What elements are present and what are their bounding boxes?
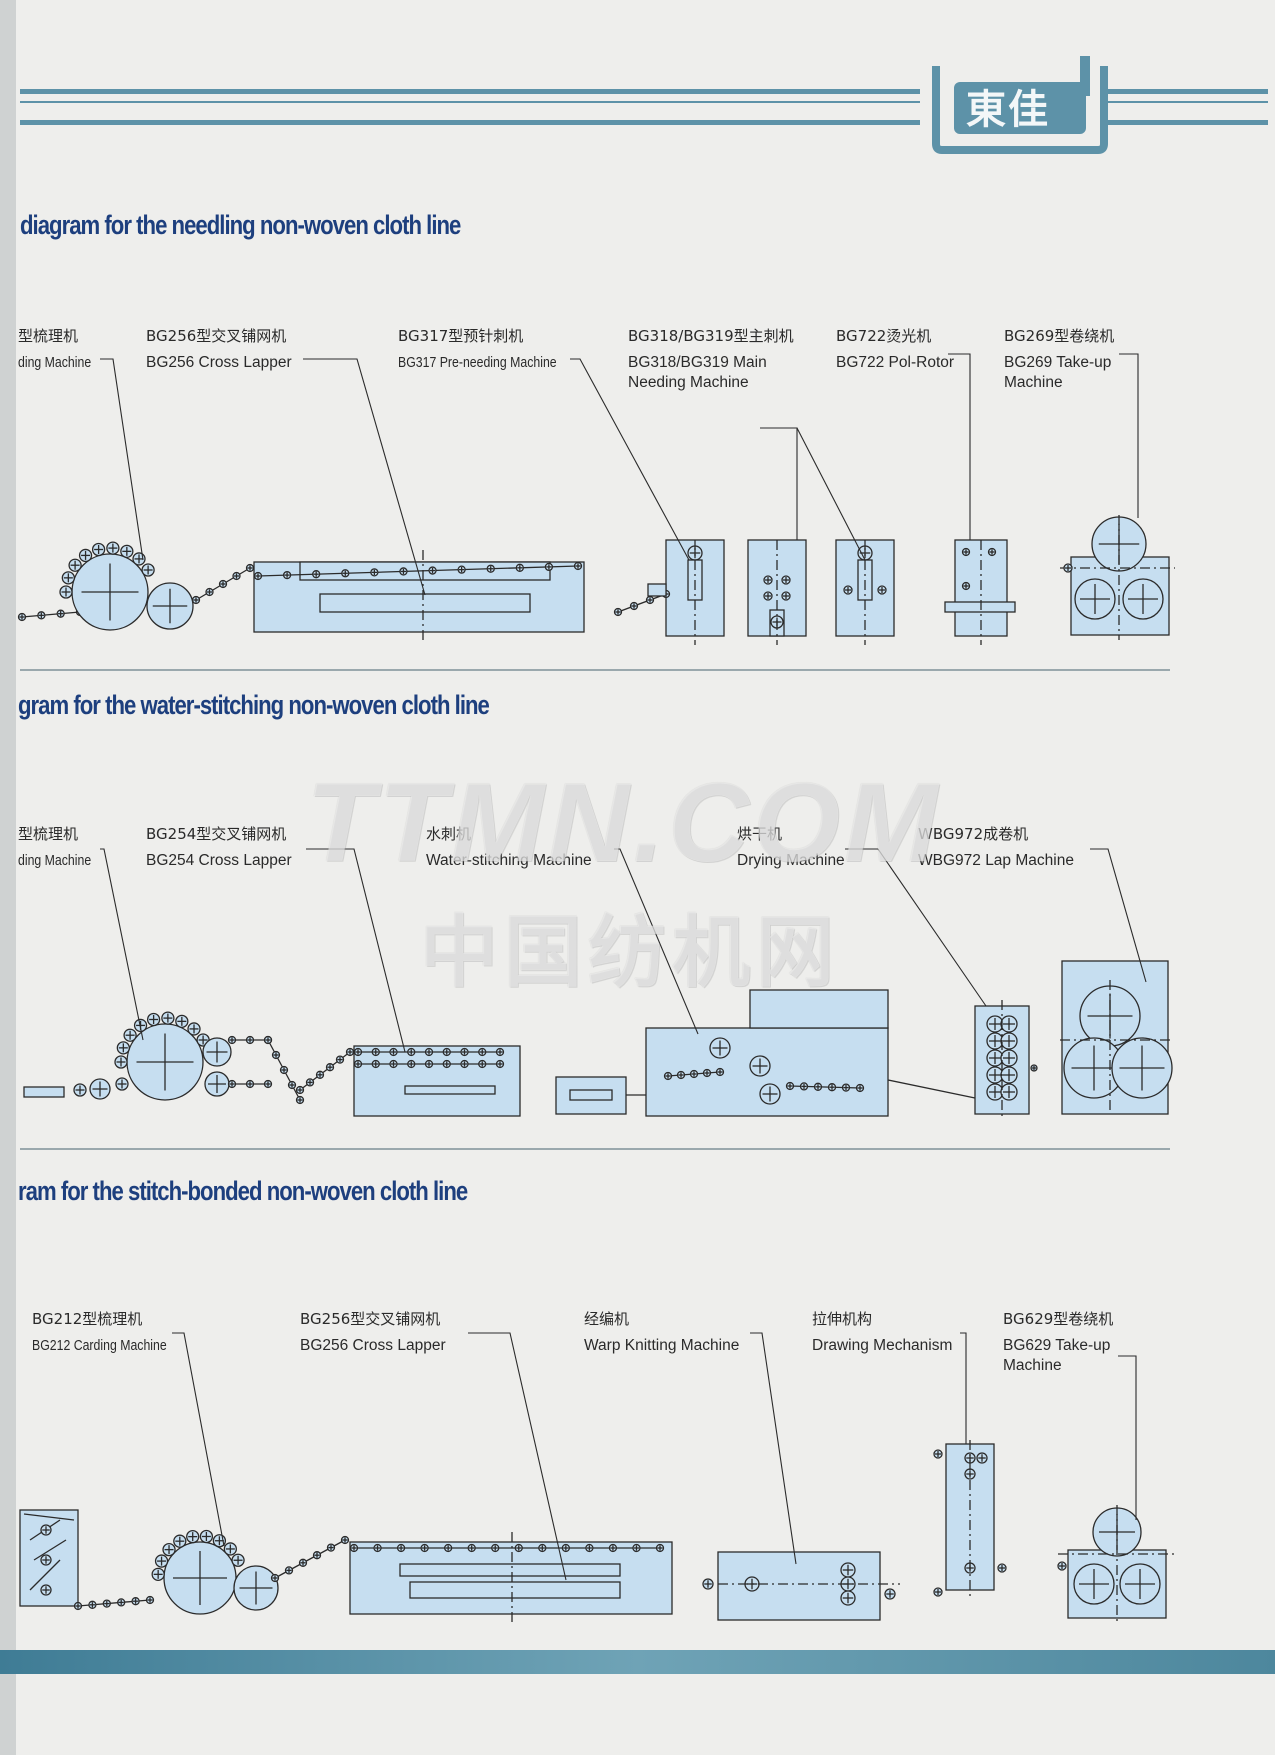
s3-lapper-zh: BG256型交叉铺网机 — [300, 1310, 441, 1328]
leader-line — [100, 848, 144, 1041]
s1-carding-zh: 型梳理机 — [18, 327, 79, 345]
leader-line — [796, 427, 866, 561]
s1-takeup-en: BG269 Take-up — [1004, 354, 1112, 371]
logo-text: 東佳 — [966, 87, 1050, 133]
s1-mainneedle-en2: Needing Machine — [628, 374, 749, 391]
s2-carding-zh: 型梳理机 — [18, 825, 79, 843]
s2-waterjet-zh: 水刺机 — [426, 825, 472, 843]
leader-line — [172, 1332, 225, 1547]
cross-lapper-frame — [349, 1541, 673, 1615]
s3-lapper-en: BG256 Cross Lapper — [300, 1337, 446, 1354]
s1-preneedle-en: BG317 Pre-needing Machine — [398, 354, 557, 371]
leader-line — [1090, 848, 1147, 983]
polrotor-table — [944, 601, 1016, 613]
s2-waterjet-en: Water-stitching Machine — [426, 852, 592, 869]
s2-dryer-zh: 烘干机 — [737, 825, 783, 843]
feed-apron — [617, 593, 667, 613]
s2-lapmachine-en: WBG972 Lap Machine — [918, 852, 1074, 869]
s1-takeup-en2: Machine — [1004, 374, 1063, 391]
leader-line — [306, 848, 406, 1053]
feed-slot — [569, 1089, 613, 1101]
line — [33, 1539, 67, 1561]
lapper-table — [319, 593, 531, 613]
feed-table — [23, 1086, 65, 1098]
header-stripes — [20, 89, 1268, 125]
s1-polrotor-en: BG722 Pol-Rotor — [836, 354, 955, 371]
s1-takeup-zh: BG269型卷绕机 — [1004, 327, 1115, 345]
leader-line — [614, 848, 699, 1035]
s2-lapper-en: BG254 Cross Lapper — [146, 852, 292, 869]
leader-line — [303, 358, 426, 596]
watermark-line1: TTMN.COM — [306, 760, 942, 885]
s2-dryer-en: Drying Machine — [737, 852, 845, 869]
cross-lapper-frame — [353, 1045, 521, 1117]
s3-drawing-zh: 拉伸机构 — [812, 1310, 873, 1328]
leader-line — [468, 1332, 567, 1581]
line — [887, 1079, 976, 1099]
section-2-title: gram for the water-stitching non-woven c… — [18, 690, 490, 720]
lapper-table — [404, 1085, 496, 1095]
leader-line — [948, 353, 971, 540]
s3-takeup-en2: Machine — [1003, 1357, 1062, 1374]
section-3-title: ram for the stitch-bonded non-woven clot… — [18, 1176, 468, 1206]
s2-carding-en: ding Machine — [18, 852, 92, 869]
leader-line — [570, 358, 690, 561]
s1-preneedle-zh: BG317型预针刺机 — [398, 327, 524, 345]
s1-lapper-zh: BG256型交叉铺网机 — [146, 327, 287, 345]
line — [29, 1559, 61, 1591]
lapper-rail — [399, 1563, 621, 1577]
bottom-band — [0, 1650, 1275, 1674]
leader-line — [845, 848, 987, 1007]
leader-line — [750, 1332, 797, 1565]
s1-mainneedle-zh: BG318/BG319型主刺机 — [628, 327, 794, 345]
company-logo — [932, 56, 1108, 154]
leader-line — [100, 358, 144, 561]
leader-line — [1119, 353, 1139, 518]
watermark-line2: 中国纺机网 — [420, 908, 841, 996]
section-1-title: diagram for the needling non-woven cloth… — [20, 210, 461, 240]
leader-line — [1118, 1355, 1137, 1520]
s3-carding-zh: BG212型梳理机 — [32, 1310, 143, 1328]
s3-warpknit-zh: 经编机 — [584, 1310, 630, 1328]
feed-conveyor — [21, 611, 81, 618]
lapper-table — [409, 1581, 621, 1599]
s2-lapmachine-zh: WBG972成卷机 — [918, 825, 1029, 843]
s2-lapper-zh: BG254型交叉铺网机 — [146, 825, 287, 843]
s1-carding-en: ding Machine — [18, 354, 92, 371]
s1-mainneedle-en: BG318/BG319 Main — [628, 354, 767, 371]
waterjet-top — [749, 989, 889, 1029]
line — [23, 1513, 75, 1521]
leader-line — [960, 1332, 967, 1444]
s3-drawing-en: Drawing Mechanism — [812, 1337, 953, 1354]
feed-roller-box — [647, 583, 667, 597]
s3-takeup-zh: BG629型卷绕机 — [1003, 1310, 1114, 1328]
s3-warpknit-en: Warp Knitting Machine — [584, 1337, 740, 1354]
s1-lapper-en: BG256 Cross Lapper — [146, 354, 292, 371]
warp-knit-frame — [717, 1551, 881, 1621]
s3-carding-en: BG212 Carding Machine — [32, 1337, 167, 1354]
s1-polrotor-zh: BG722烫光机 — [836, 327, 932, 345]
s3-takeup-en: BG629 Take-up — [1003, 1337, 1111, 1354]
